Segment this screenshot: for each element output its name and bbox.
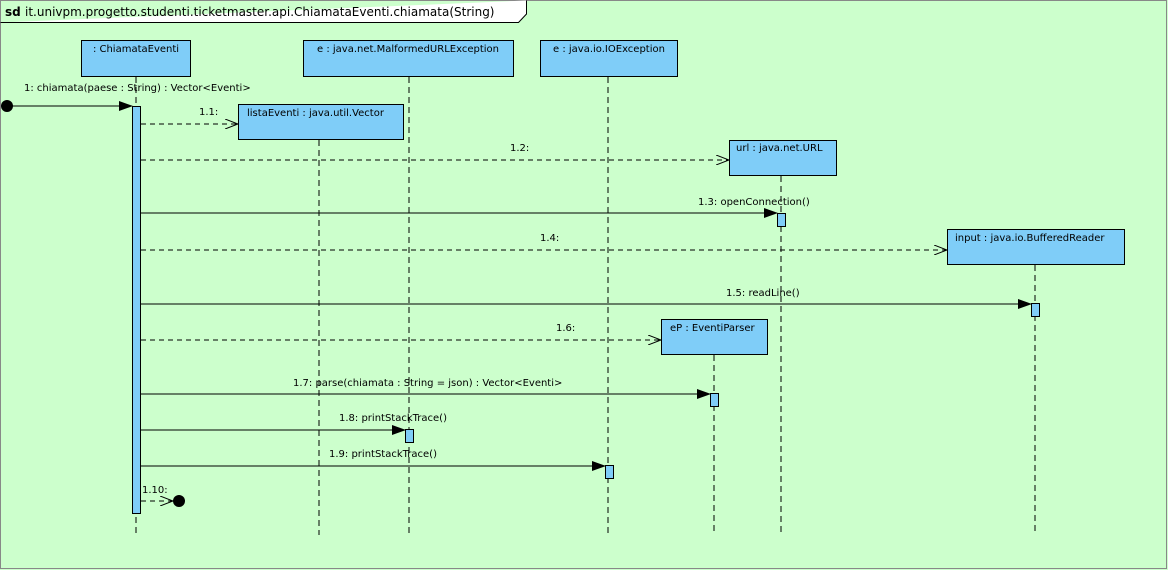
- message-1-10[interactable]: 1.10:: [141, 485, 185, 507]
- message-label: 1.1:: [199, 107, 218, 118]
- lifeline-chiamata-eventi[interactable]: : ChiamataEventi: [81, 40, 191, 77]
- message-1-9[interactable]: 1.9: printStackTrace(): [141, 449, 606, 471]
- message-label: 1.3: openConnection(): [698, 197, 810, 208]
- lost-message-end: [173, 495, 185, 507]
- message-1-3[interactable]: 1.3: openConnection(): [141, 197, 810, 218]
- activation-chiamata-eventi: [132, 106, 141, 514]
- message-1-5[interactable]: 1.5: readLine(): [141, 288, 1032, 309]
- message-label: 1.4:: [540, 233, 559, 244]
- lifeline-label: e : java.io.IOException: [553, 44, 665, 55]
- message-1-4[interactable]: 1.4:: [141, 233, 947, 250]
- object-lista-eventi[interactable]: listaEventi : java.util.Vector: [238, 104, 404, 140]
- activation-url: [777, 213, 786, 227]
- message-1-6[interactable]: 1.6:: [141, 323, 661, 340]
- message-label: 1.9: printStackTrace(): [329, 449, 437, 460]
- message-1-2[interactable]: 1.2:: [141, 143, 729, 160]
- frame-keyword: sd: [5, 5, 21, 19]
- object-eventi-parser[interactable]: eP : EventiParser: [661, 319, 768, 355]
- activation-malformed-url-exception: [405, 429, 414, 443]
- activation-input: [1031, 303, 1040, 317]
- object-buffered-reader[interactable]: input : java.io.BufferedReader: [947, 229, 1125, 265]
- activation-eventi-parser: [710, 393, 719, 407]
- frame-title: it.univpm.progetto.studenti.ticketmaster…: [25, 5, 495, 19]
- message-label: 1.10:: [142, 485, 168, 496]
- message-label: 1.6:: [556, 323, 575, 334]
- object-label: eP : EventiParser: [670, 323, 756, 334]
- object-label: url : java.net.URL: [736, 143, 823, 154]
- object-label: input : java.io.BufferedReader: [955, 233, 1105, 244]
- lifeline-label: e : java.net.MalformedURLException: [317, 44, 499, 55]
- message-label: 1.8: printStackTrace(): [339, 413, 447, 424]
- message-1-1[interactable]: 1.1:: [141, 107, 238, 124]
- message-1-7[interactable]: 1.7: parse(chiamata : String = json) : V…: [141, 378, 711, 399]
- message-label: 1.7: parse(chiamata : String = json) : V…: [293, 378, 562, 389]
- object-label: listaEventi : java.util.Vector: [247, 108, 385, 119]
- activation-bars: [132, 106, 1040, 514]
- message-label: 1.5: readLine(): [726, 288, 800, 299]
- message-1[interactable]: 1: chiamata(paese : String) : Vector<Eve…: [1, 83, 251, 112]
- activation-io-exception: [605, 465, 614, 479]
- message-label: 1: chiamata(paese : String) : Vector<Eve…: [24, 83, 251, 94]
- message-1-8[interactable]: 1.8: printStackTrace(): [141, 413, 447, 435]
- object-url[interactable]: url : java.net.URL: [729, 140, 837, 176]
- lifeline-io-exception[interactable]: e : java.io.IOException: [540, 40, 678, 77]
- lifeline-malformed-url-exception[interactable]: e : java.net.MalformedURLException: [303, 40, 514, 77]
- lifeline-label: : ChiamataEventi: [93, 44, 179, 55]
- message-label: 1.2:: [510, 143, 529, 154]
